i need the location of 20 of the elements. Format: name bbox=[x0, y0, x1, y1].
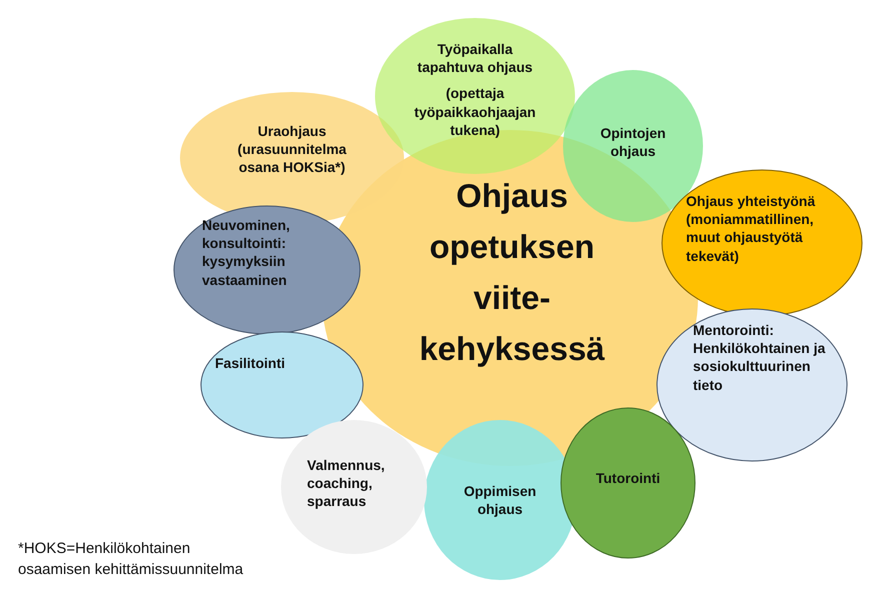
topic-text: Tutorointi bbox=[594, 469, 662, 488]
topic-text: Työpaikalla tapahtuva ohjaus bbox=[416, 40, 534, 76]
central-title: Ohjaus opetuksen viite- kehyksessä bbox=[418, 176, 606, 370]
footnote: *HOKS=Henkilökohtainen osaamisen kehittämissuunnitelma bbox=[18, 539, 244, 580]
topic-text: Mentorointi: Henkilökohtainen ja sosiokulttuurinen tieto bbox=[693, 321, 826, 394]
topic-ellipse bbox=[174, 206, 360, 334]
topic-ellipse bbox=[201, 332, 363, 438]
topic-ellipse bbox=[657, 309, 847, 461]
topic-text: Uraohjaus (urasuunnitelma osana HOKSia*) bbox=[236, 122, 348, 177]
topic-ellipse bbox=[662, 170, 862, 316]
topic-ellipse bbox=[561, 408, 695, 558]
topic-text: (opettaja työpaikkaohjaajan tukena) bbox=[413, 84, 537, 139]
topic-text: Opintojen ohjaus bbox=[599, 124, 667, 160]
topic-ellipse bbox=[281, 420, 427, 554]
topic-text: Ohjaus yhteistyönä (moniammatillinen, muut ohjaustyötä tekevät) bbox=[686, 192, 816, 265]
topic-text: Fasilitointi bbox=[215, 354, 286, 372]
topic-ellipse bbox=[375, 18, 575, 174]
topic-text: Valmennus, coaching, sparraus bbox=[307, 456, 386, 511]
topic-text: Oppimisen ohjaus bbox=[462, 482, 538, 518]
topic-text: Neuvominen, konsultointi: kysymyksiin vastaaminen bbox=[202, 216, 291, 289]
